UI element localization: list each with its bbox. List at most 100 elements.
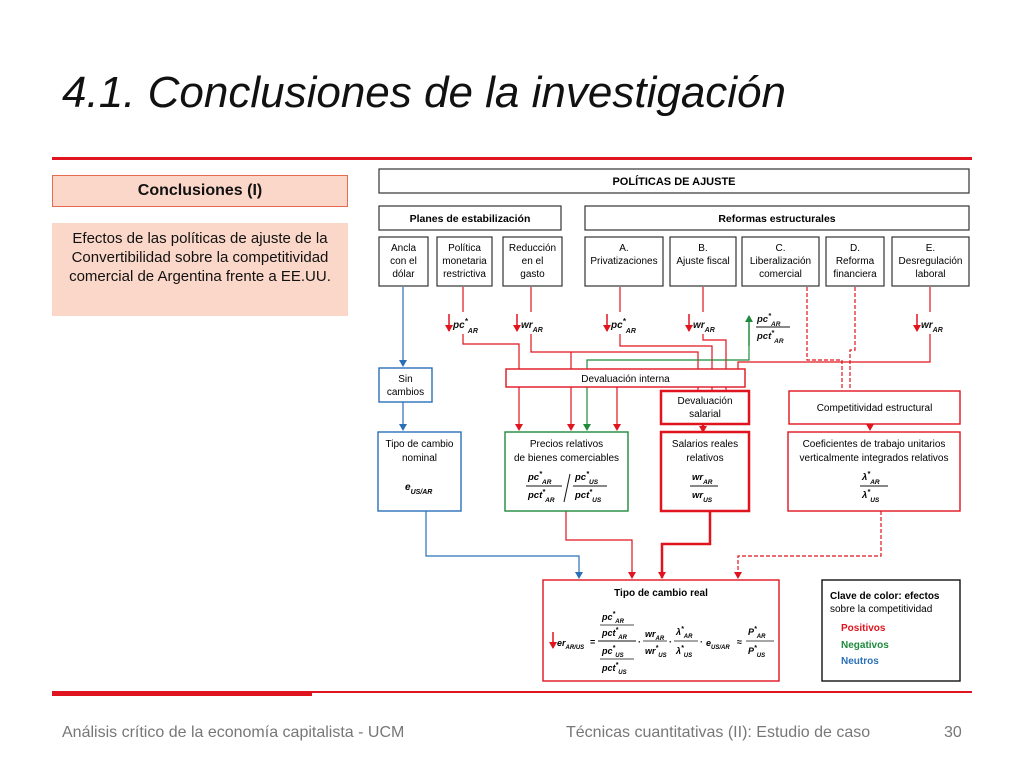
svg-text:·: · [669, 637, 672, 647]
reformas-label: Reformas estructurales [718, 213, 835, 225]
policy-gasto-box [502, 236, 563, 287]
policy-monetaria-box [436, 236, 493, 287]
sin-cambios-line2: cambios [387, 387, 424, 398]
policy-desregulacion-line1: E. [926, 243, 935, 254]
svg-text:pct*AR: pct*AR [527, 487, 555, 504]
policy-desregulacion-box [891, 236, 970, 287]
policy-gasto-line3: gasto [520, 269, 545, 280]
sin-cambios-box [378, 367, 433, 403]
policy-liberalizacion-line2: Liberalización [750, 256, 811, 267]
svg-text:pc*US: pc*US [574, 469, 599, 486]
top-rule [52, 157, 972, 160]
color-key-title-1: Clave de color: efectos [830, 591, 940, 602]
policy-liberalizacion-line1: C. [776, 243, 786, 254]
nominal-rate-symbol: eUS/AR [405, 482, 432, 496]
devaluacion-salarial-line1: Devaluación [677, 396, 732, 407]
svg-text:≈: ≈ [737, 637, 742, 647]
svg-text:wrAR: wrAR [921, 320, 943, 334]
coeficientes-box [787, 431, 961, 512]
svg-text:pct*AR: pct*AR [756, 328, 784, 345]
devaluacion-interna-label: Devaluación interna [581, 374, 670, 385]
policy-monetaria-line1: Política [448, 243, 481, 254]
page-number: 30 [944, 724, 962, 741]
svg-text:pc*AR: pc*AR [601, 611, 625, 625]
conclusions-heading: Conclusiones (I) [52, 175, 348, 207]
svg-text:wrAR: wrAR [645, 629, 665, 642]
policy-gasto-line1: Reducción [509, 243, 556, 254]
effect-pc-monetaria: pc*AR [445, 314, 478, 335]
policy-privatizaciones-line2: Privatizaciones [590, 256, 657, 267]
svg-text:wrAR: wrAR [521, 320, 543, 334]
real-exchange-rate-formula: erAR/US = pc*AR pct*AR pc*US pct*US · wr… [549, 611, 774, 676]
precios-relativos-line1: Precios relativos [530, 439, 603, 450]
svg-text:·: · [700, 637, 703, 647]
svg-text:wrAR: wrAR [693, 320, 715, 334]
slide-title: 4.1. Conclusiones de la investigación [62, 68, 787, 117]
competitividad-estructural-box [788, 390, 961, 425]
policy-reforma-financiera-line2: Reforma [836, 256, 875, 267]
tipo-cambio-nominal-line1: Tipo de cambio [386, 439, 454, 450]
bottom-rule-accent [52, 691, 312, 696]
policy-ancla-box [378, 236, 429, 287]
politicas-label: POLÍTICAS DE AJUSTE [612, 175, 735, 188]
svg-text:pc*AR: pc*AR [610, 317, 636, 335]
salarios-reales-line1: Salarios reales [672, 439, 738, 450]
real-wages-formula: wrAR wrUS [690, 472, 718, 504]
svg-text:pc*US: pc*US [601, 645, 624, 659]
tipo-cambio-real-label: Tipo de cambio real [614, 588, 708, 599]
connectors [399, 287, 931, 579]
policy-reforma-financiera-box [825, 236, 885, 287]
policy-reforma-financiera-line3: financiera [833, 269, 877, 280]
svg-text:P*AR: P*AR [748, 626, 766, 640]
competitividad-estructural-label: Competitividad estructural [817, 403, 933, 414]
svg-text:λ*US: λ*US [675, 645, 692, 659]
policy-monetaria-line2: monetaria [442, 256, 487, 267]
svg-text:eUS/AR: eUS/AR [706, 638, 730, 651]
svg-text:wr*US: wr*US [645, 645, 667, 659]
policy-ancla-line2: con el [390, 256, 417, 267]
effect-wr-gasto: wrAR [513, 314, 543, 334]
color-key-box [821, 579, 961, 682]
svg-text:·: · [638, 637, 641, 647]
svg-text:pct*AR: pct*AR [601, 627, 628, 641]
tipo-cambio-nominal-box [377, 431, 462, 512]
devaluacion-salarial-box [659, 389, 751, 426]
svg-text:erAR/US: erAR/US [557, 638, 584, 651]
svg-text:pc*AR: pc*AR [452, 317, 478, 335]
color-key-positivos: Positivos [841, 623, 886, 634]
svg-text:wrUS: wrUS [692, 490, 713, 504]
tipo-cambio-real-box [542, 579, 780, 682]
planes-box [378, 205, 562, 231]
effect-wr-desregulacion: wrAR [913, 314, 943, 334]
policy-ajuste-fiscal-line1: B. [698, 243, 707, 254]
coeficientes-line2: verticalmente integrados relativos [800, 453, 949, 464]
policy-ancla-line1: Ancla [391, 243, 416, 254]
policy-ajuste-fiscal-box [669, 236, 737, 287]
footer-section: Técnicas cuantitativas (II): Estudio de … [566, 724, 871, 741]
svg-text:P*US: P*US [748, 645, 765, 659]
policy-monetaria-line3: restrictiva [443, 269, 486, 280]
sin-cambios-line1: Sin [398, 374, 412, 385]
precios-relativos-line2: de bienes comerciables [514, 453, 619, 464]
policy-desregulacion-line2: Desregulación [899, 256, 963, 267]
conclusions-text: Efectos de las políticas de ajuste de la… [52, 223, 348, 316]
svg-text:λ*AR: λ*AR [861, 469, 880, 486]
bottom-rule [52, 691, 972, 693]
svg-text:λ*AR: λ*AR [675, 626, 693, 640]
policy-liberalizacion-line3: comercial [759, 269, 802, 280]
policy-privatizaciones-box [584, 236, 664, 287]
svg-text:=: = [590, 637, 595, 647]
politicas-box [378, 168, 970, 194]
devaluacion-interna-box [505, 368, 746, 388]
effect-liberalizacion: pc*AR pct*AR [745, 311, 790, 346]
color-key-title-2: sobre la competitividad [830, 604, 932, 615]
svg-text:wrAR: wrAR [692, 472, 713, 486]
svg-text:λ*US: λ*US [861, 487, 880, 504]
coeficientes-line1: Coeficientes de trabajo unitarios [803, 439, 946, 450]
policy-reforma-financiera-line1: D. [850, 243, 860, 254]
color-key-neutros: Neutros [841, 656, 879, 667]
svg-text:pct*US: pct*US [601, 662, 627, 676]
svg-text:pc*AR: pc*AR [527, 469, 552, 486]
policy-ancla-line3: dólar [392, 269, 415, 280]
